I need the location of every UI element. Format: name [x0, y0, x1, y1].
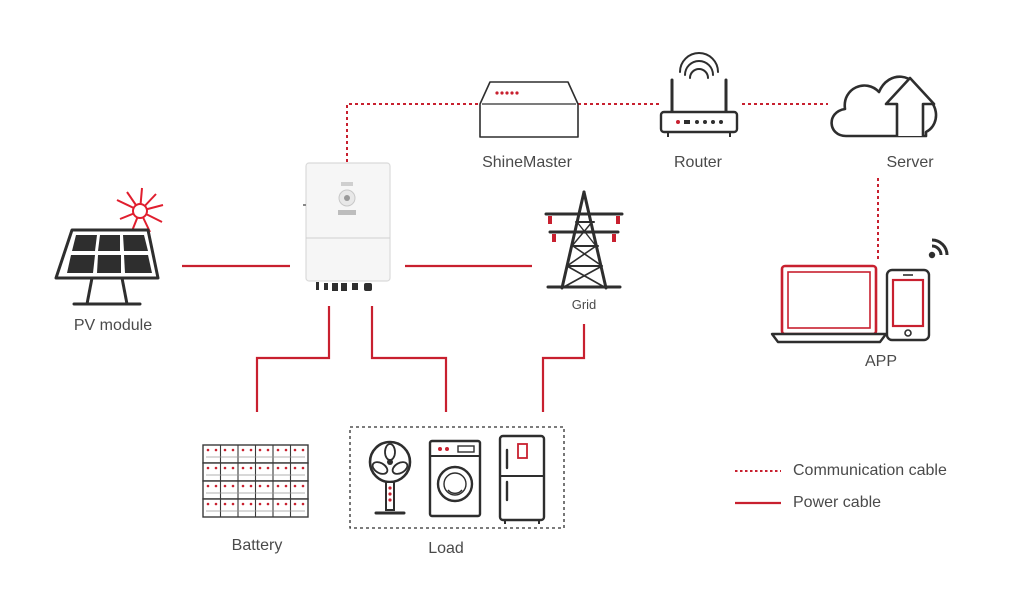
refrigerator-icon — [498, 434, 546, 524]
legend-communication-label: Communication cable — [793, 462, 947, 479]
battery-bank-icon — [202, 444, 309, 518]
label-battery: Battery — [231, 537, 283, 554]
cloud-upload-icon — [830, 75, 938, 138]
comm-cable-inverter-shinemaster — [346, 103, 478, 162]
tower-insulators — [548, 216, 620, 242]
communication-cables — [346, 103, 879, 262]
label-grid: Grid — [571, 297, 597, 312]
label-shinemaster: ShineMaster — [482, 154, 572, 171]
solar-panel-icon — [54, 187, 164, 306]
label-load: Load — [428, 540, 464, 557]
label-router: Router — [673, 154, 723, 171]
load-group-frame — [349, 426, 565, 529]
label-app: APP — [864, 353, 898, 370]
phone-icon — [885, 268, 931, 342]
fan-icon — [368, 440, 412, 515]
label-server: Server — [886, 154, 934, 171]
power-cable-grid-load — [541, 324, 586, 412]
power-cable-inverter-battery — [255, 306, 331, 412]
laptop-icon — [770, 264, 888, 344]
router-icon — [659, 52, 739, 137]
transmission-tower-icon — [544, 190, 624, 290]
inverter-icon — [303, 162, 391, 291]
washing-machine-icon — [428, 439, 482, 518]
power-cables — [182, 264, 586, 412]
shinemaster-icon — [479, 81, 579, 138]
power-cable-inverter-load — [370, 306, 448, 412]
label-pv-module: PV module — [73, 317, 153, 334]
wifi-icon — [928, 238, 949, 259]
legend-power-label: Power cable — [793, 494, 882, 511]
